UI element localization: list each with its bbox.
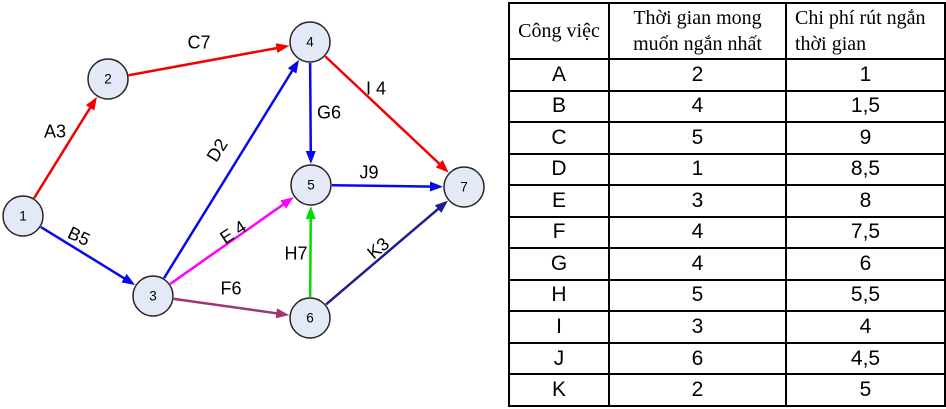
edge-label-J9: J9 xyxy=(359,162,378,182)
task-cell-G: G xyxy=(508,247,610,281)
edge-A3-line xyxy=(33,104,93,199)
time-cell-J: 6 xyxy=(608,341,787,376)
edge-H7-arrowhead-icon xyxy=(305,205,316,220)
node-label-3: 3 xyxy=(149,289,157,304)
edge-I4-arrowhead-icon xyxy=(435,160,449,173)
node-label-5: 5 xyxy=(307,178,315,193)
task-cell-K: K xyxy=(508,373,610,407)
node-label-4: 4 xyxy=(306,35,314,50)
node-4 xyxy=(289,21,331,63)
node-6 xyxy=(289,297,331,339)
cost-cell-J: 4,5 xyxy=(785,341,946,376)
edge-E4-arrowhead-icon xyxy=(280,197,294,209)
cost-cell-G: 6 xyxy=(785,247,946,281)
edge-G6-arrowhead-icon xyxy=(305,150,316,165)
time-cell-H: 5 xyxy=(608,278,787,313)
time-cell-F: 4 xyxy=(608,215,787,250)
edge-label-A3: A3 xyxy=(44,121,66,141)
edge-A3-arrowhead-icon xyxy=(85,96,97,111)
time-cell-E: 3 xyxy=(608,184,787,218)
edge-D2-line xyxy=(162,67,295,279)
edge-C7-arrowhead-icon xyxy=(275,43,290,54)
cost-cell-D: 8,5 xyxy=(785,152,946,187)
task-cell-H: H xyxy=(508,278,610,313)
task-cell-C: C xyxy=(508,121,610,155)
node-1 xyxy=(2,195,44,237)
node-3 xyxy=(132,275,174,317)
cost-cell-C: 9 xyxy=(785,121,946,155)
node-7 xyxy=(443,166,485,208)
cost-cell-I: 4 xyxy=(785,310,946,344)
task-cell-A: A xyxy=(508,58,610,92)
edge-F6-arrowhead-icon xyxy=(275,308,290,319)
time-cell-I: 3 xyxy=(608,310,787,344)
cost-cell-H: 5,5 xyxy=(785,278,946,313)
edge-label-E4: E 4 xyxy=(216,217,250,248)
edge-label-H7: H7 xyxy=(284,243,307,263)
edge-J9-line xyxy=(331,184,434,188)
task-cell-I: I xyxy=(508,310,610,344)
cost-cell-F: 7,5 xyxy=(785,215,946,250)
edge-D2-arrowhead-icon xyxy=(287,59,299,74)
edge-E4-line xyxy=(169,201,287,285)
edge-label-D2: D2 xyxy=(203,135,232,165)
task-cell-J: J xyxy=(508,341,610,376)
node-label-2: 2 xyxy=(104,72,112,87)
edge-label-C7: C7 xyxy=(187,32,210,52)
time-cell-K: 2 xyxy=(608,373,787,407)
column-header-2: Chi phí rút ngắn thời gian xyxy=(785,2,946,60)
node-5 xyxy=(290,164,332,206)
task-cell-E: E xyxy=(508,184,610,218)
node-label-1: 1 xyxy=(19,209,27,224)
time-cell-A: 2 xyxy=(608,58,787,92)
column-header-0: Công việc xyxy=(508,2,610,60)
time-cell-B: 4 xyxy=(608,89,787,124)
node-label-6: 6 xyxy=(306,311,314,326)
edge-K3-arrowhead-icon xyxy=(434,200,449,213)
edge-G6-line xyxy=(308,62,313,155)
edge-label-K3: K3 xyxy=(363,233,393,262)
edge-B5-arrowhead-icon xyxy=(121,273,136,285)
task-cell-B: B xyxy=(508,89,610,124)
cost-cell-A: 1 xyxy=(785,58,946,92)
edge-F6-line xyxy=(173,297,280,315)
edge-C7-line xyxy=(128,46,280,77)
cost-cell-B: 1,5 xyxy=(785,89,946,124)
cost-cell-E: 8 xyxy=(785,184,946,218)
edge-label-B5: B5 xyxy=(65,223,93,250)
edge-label-G6: G6 xyxy=(317,102,341,122)
edge-H7-line xyxy=(308,215,313,298)
edge-label-I4: I 4 xyxy=(366,78,386,98)
time-cell-C: 5 xyxy=(608,121,787,155)
task-cell-D: D xyxy=(508,152,610,187)
time-cell-G: 4 xyxy=(608,247,787,281)
edge-label-F6: F6 xyxy=(220,278,241,298)
column-header-1: Thời gian mong muốn ngắn nhất xyxy=(608,2,787,60)
cost-cell-K: 5 xyxy=(785,373,946,407)
node-label-7: 7 xyxy=(460,180,468,195)
edge-I4-line xyxy=(324,55,443,167)
node-2 xyxy=(87,58,129,100)
time-cell-D: 1 xyxy=(608,152,787,187)
edge-K3-line xyxy=(325,206,442,306)
edge-J9-arrowhead-icon xyxy=(429,181,444,192)
task-cell-F: F xyxy=(508,215,610,250)
edge-B5-line xyxy=(40,225,128,281)
